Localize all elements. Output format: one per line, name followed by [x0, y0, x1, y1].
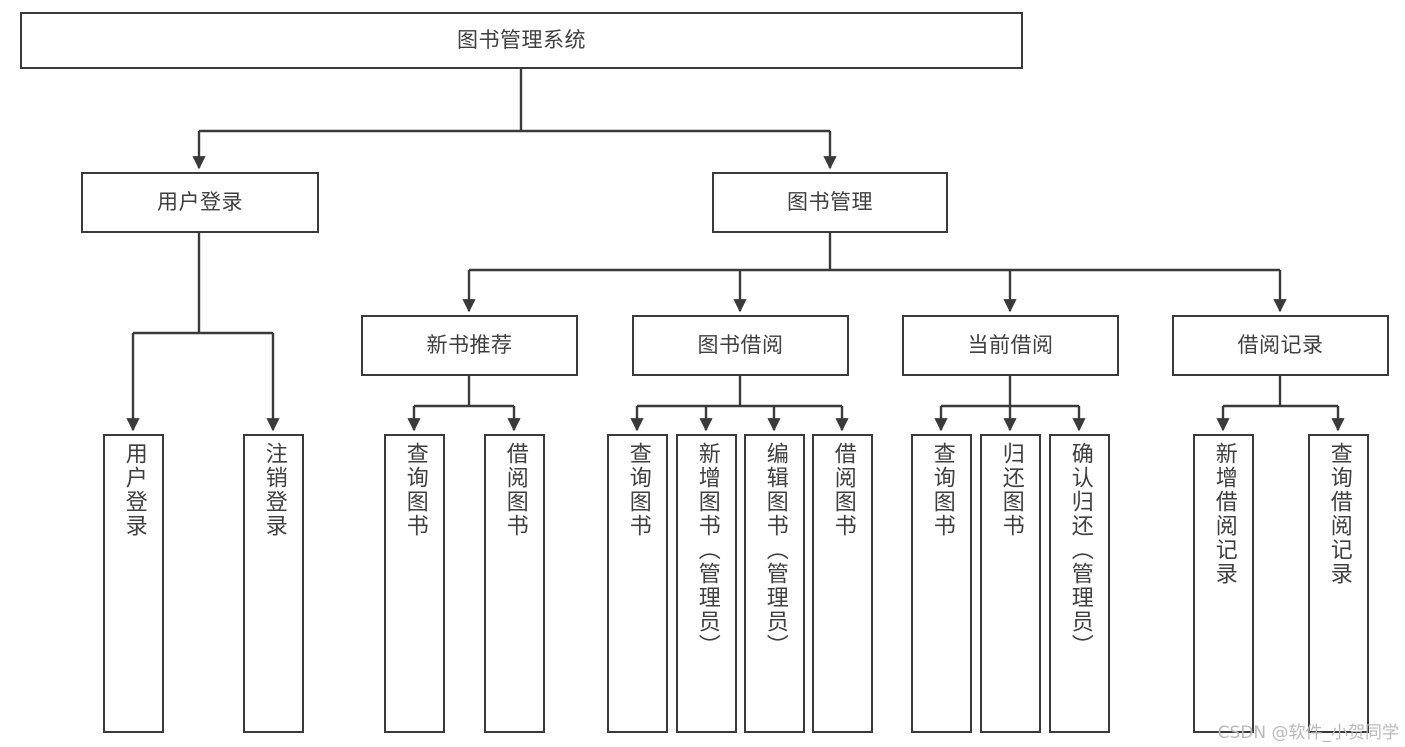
node-label: 当前借阅 — [967, 333, 1054, 358]
node-label: 归还图书 — [998, 442, 1024, 538]
node-label: 用户登录 — [157, 190, 243, 215]
node-label: 新书推荐 — [426, 333, 513, 358]
leaf-add-borrow-record[interactable]: 新增借阅记录 — [1193, 434, 1254, 733]
csdn-watermark: CSDN @软件_小贺同学 — [1217, 723, 1399, 743]
leaf-query-book-new[interactable]: 查询图书 — [384, 434, 445, 733]
node-user-login[interactable]: 用户登录 — [81, 172, 319, 233]
node-label: 图书借阅 — [697, 333, 784, 358]
leaf-return-book[interactable]: 归还图书 — [980, 434, 1041, 733]
node-label: 查询图书 — [402, 442, 428, 538]
leaf-query-borrow-record[interactable]: 查询借阅记录 — [1308, 434, 1369, 733]
leaf-borrow-book[interactable]: 借阅图书 — [812, 434, 873, 733]
node-new-book-recommend[interactable]: 新书推荐 — [361, 315, 578, 376]
leaf-query-book-borrow[interactable]: 查询图书 — [607, 434, 668, 733]
node-label: 查询借阅记录 — [1326, 442, 1352, 586]
node-label: 新增借阅记录 — [1211, 442, 1237, 586]
node-label: 图书管理系统 — [457, 28, 586, 53]
node-label: 查询图书 — [625, 442, 651, 538]
node-label: 用户登录 — [121, 442, 147, 538]
node-label: 编辑图书（管理员） — [762, 442, 788, 658]
leaf-edit-book-admin[interactable]: 编辑图书（管理员） — [744, 434, 805, 733]
node-borrow-record[interactable]: 借阅记录 — [1172, 315, 1389, 376]
leaf-borrow-book-new[interactable]: 借阅图书 — [484, 434, 545, 733]
node-current-borrow[interactable]: 当前借阅 — [902, 315, 1119, 376]
leaf-confirm-return-admin[interactable]: 确认归还（管理员） — [1049, 434, 1110, 733]
node-label: 借阅记录 — [1237, 333, 1324, 358]
node-book-management[interactable]: 图书管理 — [712, 172, 948, 233]
leaf-logout[interactable]: 注销登录 — [243, 434, 304, 733]
node-label: 注销登录 — [261, 442, 287, 538]
node-label: 借阅图书 — [502, 442, 528, 538]
node-label: 图书管理 — [787, 190, 873, 215]
leaf-query-book-current[interactable]: 查询图书 — [911, 434, 972, 733]
node-label: 确认归还（管理员） — [1067, 442, 1093, 658]
node-root-system[interactable]: 图书管理系统 — [20, 12, 1023, 69]
node-label: 借阅图书 — [830, 442, 856, 538]
leaf-user-login[interactable]: 用户登录 — [103, 434, 164, 733]
node-label: 查询图书 — [929, 442, 955, 538]
node-book-borrow[interactable]: 图书借阅 — [632, 315, 849, 376]
node-label: 新增图书（管理员） — [694, 442, 720, 658]
leaf-add-book-admin[interactable]: 新增图书（管理员） — [676, 434, 737, 733]
